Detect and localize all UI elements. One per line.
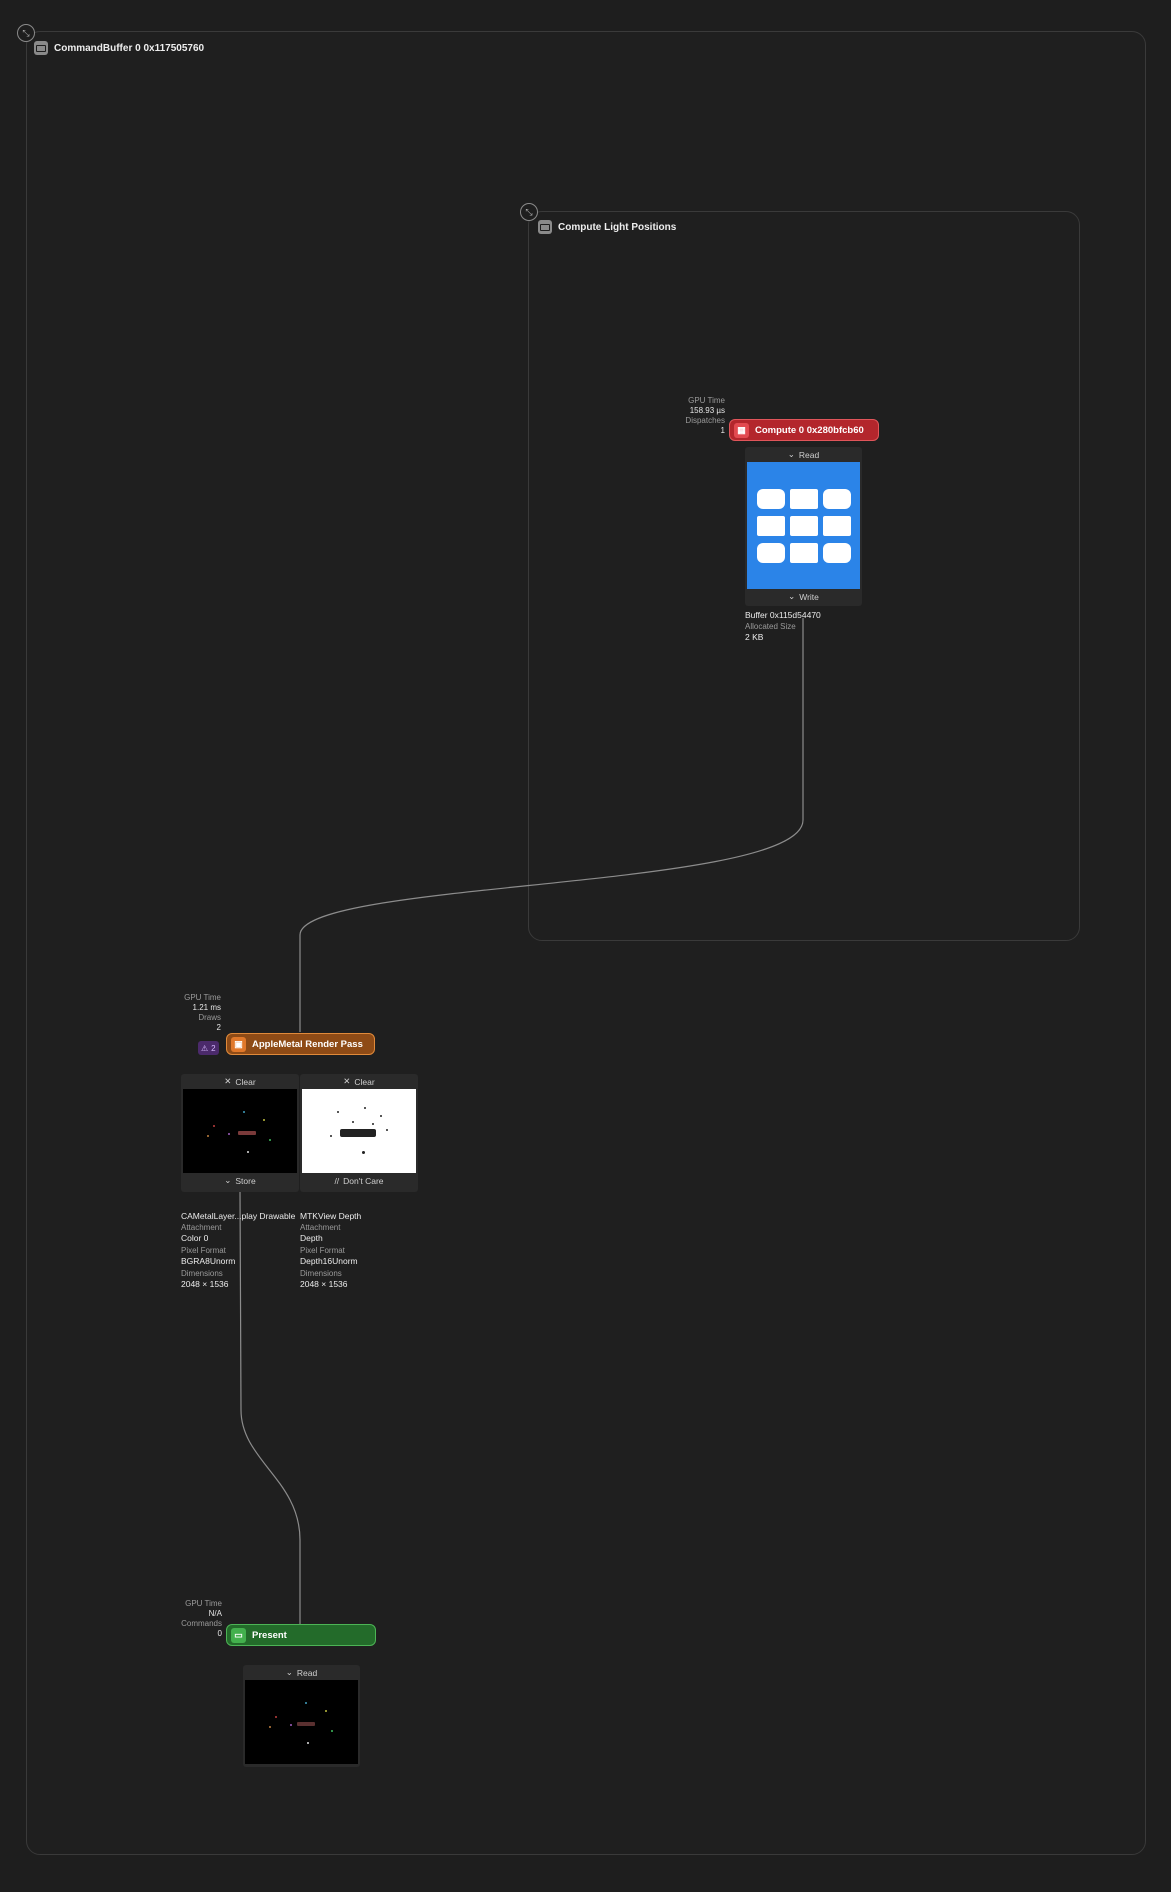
field-value: 2048 × 1536 <box>181 1279 229 1289</box>
field-value: Color 0 <box>181 1233 209 1243</box>
stat-value: 158.93 µs <box>689 406 725 415</box>
present-read-bar: ⌄ Read <box>243 1665 360 1680</box>
stat-key: Commands <box>181 1619 222 1628</box>
present-label: Present <box>252 1629 287 1641</box>
depth-attachment-thumbnail <box>302 1089 416 1173</box>
stat-value: N/A <box>208 1609 222 1618</box>
buffer-read-label: Read <box>798 449 820 460</box>
field-key: Attachment <box>300 1223 341 1232</box>
stat-value: 1 <box>720 426 725 435</box>
attachment-name: CAMetalLayer...play Drawable <box>181 1211 296 1221</box>
drawable-resource[interactable]: ⌄ Read <box>243 1665 360 1767</box>
load-action-label: Clear <box>235 1076 256 1087</box>
stat-value: 1.21 ms <box>192 1003 221 1012</box>
command-buffer-title: CommandBuffer 0 0x117505760 <box>54 42 205 54</box>
compute-group-title: Compute Light Positions <box>558 221 677 233</box>
depth-attachment[interactable]: ✕ Clear // Don't Care <box>300 1074 418 1192</box>
buffer-thumbnail <box>747 462 860 589</box>
warning-icon: ⚠ <box>201 1043 209 1053</box>
color-attachment[interactable]: ✕ Clear ⌄ Store <box>181 1074 299 1192</box>
field-value: Depth <box>300 1233 323 1243</box>
field-key: Pixel Format <box>181 1246 226 1255</box>
buffer-read-bar: ⌄ Read <box>745 447 862 462</box>
field-key: Attachment <box>181 1223 222 1232</box>
store-action-bar: ⌄ Store <box>181 1173 299 1188</box>
field-value: 2048 × 1536 <box>300 1279 348 1289</box>
compute-pass-node[interactable]: ▦ Compute 0 0x280bfcb60 <box>729 419 879 441</box>
chevron-double-down-icon: ⌄ <box>787 449 795 459</box>
depth-attachment-info: MTKView Depth Attachment Depth Pixel For… <box>300 1211 361 1289</box>
stat-key: Draws <box>198 1013 221 1022</box>
store-action-label: Don't Care <box>343 1175 384 1186</box>
chevron-double-down-icon: ⌄ <box>224 1175 232 1185</box>
stat-value: 2 <box>216 1023 221 1032</box>
stat-key: Dispatches <box>685 416 725 425</box>
load-action-label: Clear <box>354 1076 375 1087</box>
present-stats: GPU Time N/A Commands 0 <box>160 1599 222 1639</box>
buffer-name: Buffer 0x115d54470 <box>745 610 821 620</box>
warning-count: 2 <box>211 1043 216 1053</box>
field-key: Dimensions <box>181 1269 223 1278</box>
stat-key: GPU Time <box>185 1599 222 1608</box>
calculator-icon: ▦ <box>734 422 749 438</box>
buffer-write-label: Write <box>799 591 819 602</box>
field-key: Dimensions <box>300 1269 342 1278</box>
store-action-bar: // Don't Care <box>300 1173 418 1188</box>
folder-icon <box>538 220 552 234</box>
stat-value: 0 <box>217 1629 222 1638</box>
present-node[interactable]: ▭ Present <box>226 1624 376 1646</box>
field-key: Pixel Format <box>300 1246 345 1255</box>
command-buffer-header[interactable]: CommandBuffer 0 0x117505760 <box>34 41 204 55</box>
compute-pass-stats: GPU Time 158.93 µs Dispatches 1 <box>660 396 725 436</box>
stat-key: GPU Time <box>688 396 725 405</box>
chevron-double-down-icon: ⌄ <box>285 1667 293 1677</box>
field-value: Depth16Unorm <box>300 1256 358 1266</box>
color-attachment-thumbnail <box>183 1089 297 1173</box>
buffer-info: Buffer 0x115d54470 Allocated Size 2 KB <box>745 610 821 642</box>
command-buffer-icon <box>34 41 48 55</box>
buffer-size-value: 2 KB <box>745 632 764 642</box>
drawable-to-present-edge <box>239 1189 301 1624</box>
display-icon: ▭ <box>231 1627 246 1643</box>
clear-icon: ✕ <box>224 1076 232 1086</box>
render-pass-stats: GPU Time 1.21 ms Draws 2 <box>160 993 221 1033</box>
load-action-bar: ✕ Clear <box>300 1074 418 1089</box>
field-value: BGRA8Unorm <box>181 1256 236 1266</box>
present-read-label: Read <box>296 1667 318 1678</box>
store-action-label: Store <box>235 1175 256 1186</box>
warning-badge[interactable]: ⚠ 2 <box>198 1041 219 1055</box>
drawable-thumbnail <box>245 1680 358 1764</box>
clear-icon: ✕ <box>343 1076 351 1086</box>
compute-pass-label: Compute 0 0x280bfcb60 <box>755 424 864 436</box>
compute-group-header[interactable]: Compute Light Positions <box>538 220 676 234</box>
attachment-name: MTKView Depth <box>300 1211 362 1221</box>
collapse-compute-group-icon[interactable]: ⤡ <box>520 203 538 221</box>
buffer-to-render-pass-edge <box>299 618 804 1032</box>
load-action-bar: ✕ Clear <box>181 1074 299 1089</box>
grid-icon <box>756 488 851 563</box>
render-pass-label: AppleMetal Render Pass <box>252 1038 363 1050</box>
chevron-double-down-icon: ⌄ <box>788 591 796 601</box>
collapse-command-buffer-icon[interactable]: ⤡ <box>17 24 35 42</box>
color-attachment-info: CAMetalLayer...play Drawable Attachment … <box>181 1211 295 1289</box>
render-pass-node[interactable]: ▣ AppleMetal Render Pass <box>226 1033 375 1055</box>
dont-care-icon: // <box>334 1175 340 1186</box>
image-icon: ▣ <box>231 1036 246 1052</box>
buffer-write-bar: ⌄ Write <box>745 589 862 604</box>
buffer-size-key: Allocated Size <box>745 622 796 631</box>
stat-key: GPU Time <box>184 993 221 1002</box>
buffer-resource[interactable]: ⌄ Read ⌄ Write <box>745 447 862 606</box>
